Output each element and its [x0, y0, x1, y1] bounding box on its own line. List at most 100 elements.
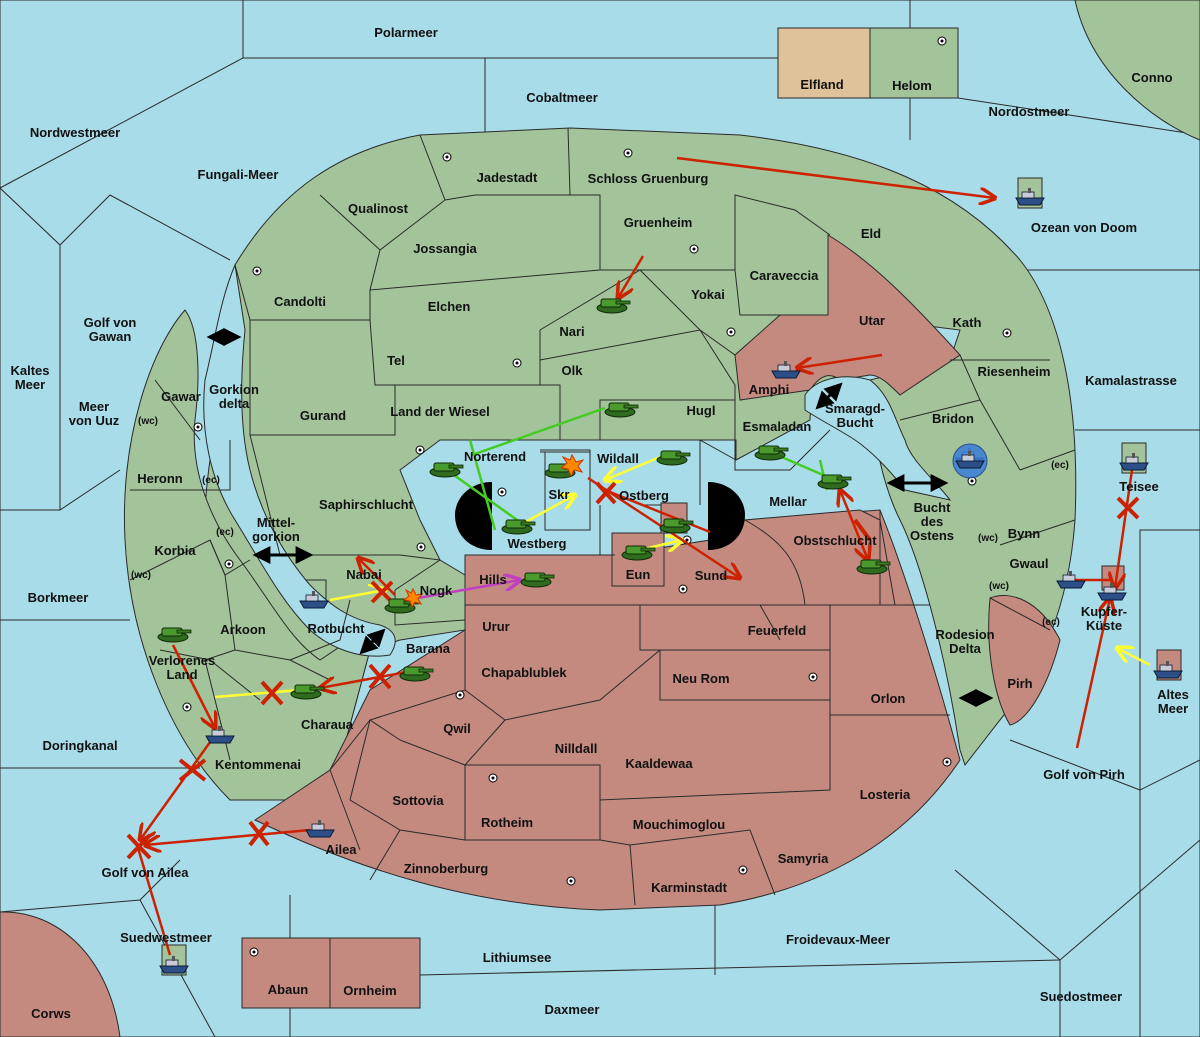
- label-doringkanal: Doringkanal: [42, 738, 117, 753]
- label-nordwestmeer: Nordwestmeer: [30, 125, 120, 140]
- label-kath: Kath: [953, 315, 982, 330]
- label-kentommenai: Kentommenai: [215, 757, 301, 772]
- label-rotheim: Rotheim: [481, 815, 533, 830]
- land-labels: Elfland Helom Jadestadt Schloss Gruenbur…: [137, 77, 1127, 998]
- label-caraveccia: Caraveccia: [750, 268, 819, 283]
- label-qualinost: Qualinost: [348, 201, 409, 216]
- region-pirh[interactable]: [988, 594, 1061, 726]
- label-lithiumsee: Lithiumsee: [483, 950, 552, 965]
- label-land-wiesel: Land der Wiesel: [390, 404, 490, 419]
- label-samyria: Samyria: [778, 851, 829, 866]
- label-golf-ailea: Golf von Ailea: [102, 865, 190, 880]
- label-golf-gawan-2: Gawan: [89, 329, 132, 344]
- label-rodesion-2: Delta: [949, 641, 982, 656]
- label-kaaldewaa: Kaaldewaa: [625, 756, 693, 771]
- continent-west-arm: [123, 309, 371, 801]
- label-altes: Altes: [1157, 687, 1189, 702]
- label-meer-uuz: Meer: [79, 399, 109, 414]
- coast-tag: (wc): [138, 416, 158, 427]
- region-utar[interactable]: [734, 234, 961, 401]
- coast-tag: (wc): [978, 533, 998, 544]
- label-charaua: Charaua: [301, 717, 354, 732]
- label-ozean: Ozean von Doom: [1031, 220, 1137, 235]
- impassable-east: [708, 482, 745, 550]
- label-bridon: Bridon: [932, 411, 974, 426]
- label-bucht-3: Ostens: [910, 528, 954, 543]
- label-fungali: Fungali-Meer: [198, 167, 279, 182]
- label-kaltes: Kaltes: [10, 363, 49, 378]
- coast-tag: (wc): [131, 570, 151, 581]
- label-wildall: Wildall: [597, 451, 639, 466]
- label-daxmeer: Daxmeer: [545, 1002, 600, 1017]
- sea-mittelgorkion[interactable]: [203, 263, 396, 657]
- label-altes-2: Meer: [1158, 701, 1188, 716]
- region-conno[interactable]: [1074, 0, 1200, 141]
- label-corws: Corws: [31, 1006, 71, 1021]
- region-corws[interactable]: [0, 911, 121, 1037]
- label-korbia: Korbia: [154, 543, 196, 558]
- label-smaragd: Smaragd-: [825, 401, 885, 416]
- label-pirh: Pirh: [1007, 676, 1032, 691]
- label-rotbucht: Rotbucht: [307, 621, 365, 636]
- label-cobaltmeer: Cobaltmeer: [526, 90, 598, 105]
- label-orlon: Orlon: [871, 691, 906, 706]
- label-polarmeer: Polarmeer: [374, 25, 438, 40]
- coast-tag: (ec): [1042, 617, 1060, 628]
- sea-labels: Polarmeer Cobaltmeer Nordwestmeer Fungal…: [10, 25, 1188, 1021]
- label-westberg: Westberg: [508, 536, 567, 551]
- label-meer-uuz-2: von Uuz: [69, 413, 120, 428]
- continent-south: [253, 509, 961, 911]
- coast-tag: (ec): [1051, 460, 1069, 471]
- label-mittel: Mittel-: [257, 515, 295, 530]
- label-kaltes-2: Meer: [15, 377, 45, 392]
- combat-burst-icon: [402, 587, 424, 609]
- label-candolti: Candolti: [274, 294, 326, 309]
- label-arkoon: Arkoon: [220, 622, 266, 637]
- label-zinnoberburg: Zinnoberburg: [404, 861, 489, 876]
- label-eun: Eun: [626, 567, 651, 582]
- label-verlorenes: Verlorenes: [149, 653, 216, 668]
- coast-tag: (ec): [216, 527, 234, 538]
- label-chapablublek: Chapablublek: [481, 665, 567, 680]
- label-olk: Olk: [562, 363, 584, 378]
- combat-burst-icon: [559, 453, 585, 478]
- label-ostberg: Ostberg: [619, 488, 669, 503]
- label-losteria: Losteria: [860, 787, 911, 802]
- label-gorkion: Gorkion: [209, 382, 259, 397]
- label-jossangia: Jossangia: [413, 241, 477, 256]
- label-feuerfeld: Feuerfeld: [748, 623, 807, 638]
- label-suedost: Suedostmeer: [1040, 989, 1122, 1004]
- label-rodesion: Rodesion: [935, 627, 994, 642]
- label-bucht: Bucht: [914, 500, 952, 515]
- label-conno: Conno: [1131, 70, 1172, 85]
- label-neu-rom: Neu Rom: [672, 671, 729, 686]
- label-elchen: Elchen: [428, 299, 471, 314]
- region-elfland[interactable]: [777, 27, 871, 99]
- label-esmaladan: Esmaladan: [743, 419, 812, 434]
- label-eld: Eld: [861, 226, 881, 241]
- label-jadestadt: Jadestadt: [477, 170, 538, 185]
- label-smaragd-2: Bucht: [837, 415, 875, 430]
- label-nogk: Nogk: [420, 583, 453, 598]
- label-gurand: Gurand: [300, 408, 346, 423]
- label-skr: Skr: [549, 487, 570, 502]
- label-schloss: Schloss Gruenburg: [588, 171, 709, 186]
- coast-tags: (wc) (ec) (ec) (wc) (ec) (wc) (wc) (ec): [131, 416, 1069, 628]
- label-qwil: Qwil: [443, 721, 470, 736]
- label-amphi: Amphi: [749, 382, 789, 397]
- label-riesenheim: Riesenheim: [978, 364, 1051, 379]
- label-saphir: Saphirschlucht: [319, 497, 414, 512]
- region-ornheim[interactable]: [329, 937, 421, 1009]
- label-urur: Urur: [482, 619, 509, 634]
- label-kupfer-2: Küste: [1086, 618, 1122, 633]
- label-barana: Barana: [406, 641, 451, 656]
- label-nabai: Nabai: [346, 567, 381, 582]
- label-abaun: Abaun: [268, 982, 309, 997]
- label-kupfer: Kupfer-: [1081, 604, 1127, 619]
- label-verlorenes-2: Land: [166, 667, 197, 682]
- label-nordostmeer: Nordostmeer: [989, 104, 1070, 119]
- label-golf-gawan: Golf von: [84, 315, 137, 330]
- label-nari: Nari: [559, 324, 584, 339]
